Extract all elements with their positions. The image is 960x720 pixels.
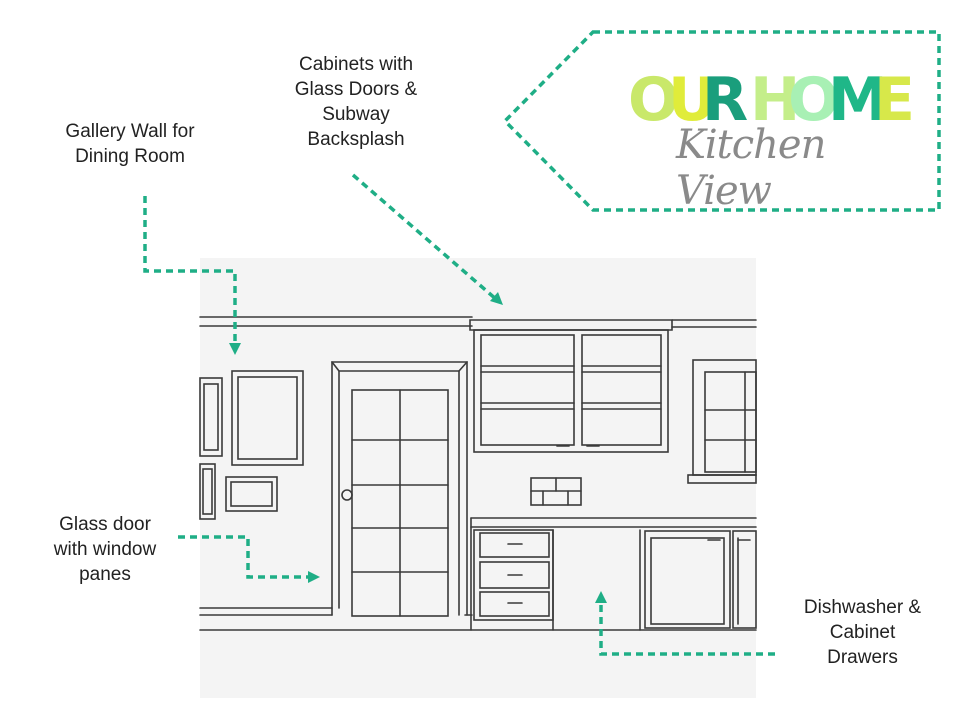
gallery-wall-label-line: Dining Room <box>75 146 185 167</box>
title-letter: U <box>668 65 717 135</box>
subway-backsplash <box>530 477 582 506</box>
gallery-wall-arrowhead <box>229 343 241 355</box>
dishwasher-label-line: Cabinet <box>829 622 896 643</box>
dishwasher-label: Dishwasher & Cabinet Drawers <box>780 595 945 670</box>
title-letter: O <box>788 65 839 135</box>
title-letter: O <box>628 65 679 135</box>
dishwasher-label-line: Dishwasher & <box>803 597 922 618</box>
dishwasher-and-cabinets <box>552 529 757 631</box>
gallery-wall-label-line: Gallery Wall for <box>65 121 195 142</box>
gallery-wall-frames <box>199 370 304 520</box>
cabinets-label: Cabinets with Glass Doors & Subway Backs… <box>268 52 444 152</box>
glass-door-label-line: panes <box>79 564 131 585</box>
title-tag-border <box>502 30 941 212</box>
baseboard <box>199 607 757 631</box>
title-letter: R <box>702 65 748 135</box>
title-letter: M <box>828 65 888 135</box>
title-letter: H <box>750 65 800 135</box>
upper-glass-cabinets <box>469 319 673 453</box>
page-subtitle: Kitchen View <box>676 122 826 214</box>
title-letter: E <box>874 65 915 135</box>
cabinets-label-line: Subway <box>322 104 390 125</box>
dishwasher-arrowhead <box>595 591 607 603</box>
glass-door-label-line: with window <box>53 539 157 560</box>
glass-door-label-line: Glass door <box>59 514 151 535</box>
cabinets-arrowhead <box>490 292 503 305</box>
kitchen-window <box>687 359 757 484</box>
cabinets-arrow <box>351 173 499 302</box>
dishwasher-label-line: Drawers <box>827 647 898 668</box>
glass-door-arrowhead <box>308 571 320 583</box>
glass-door <box>331 361 468 617</box>
cabinets-label-line: Glass Doors & <box>294 79 418 100</box>
dishwasher-arrow <box>599 600 775 656</box>
countertop <box>470 517 757 631</box>
cabinets-label-line: Cabinets with <box>298 54 414 75</box>
gallery-wall-arrow <box>143 196 237 345</box>
cabinets-label-line: Backsplash <box>307 129 405 150</box>
gallery-wall-label: Gallery Wall for Dining Room <box>40 119 220 169</box>
crown-molding <box>199 316 757 328</box>
glass-door-arrow <box>178 535 310 579</box>
glass-door-label: Glass door with window panes <box>30 512 180 587</box>
